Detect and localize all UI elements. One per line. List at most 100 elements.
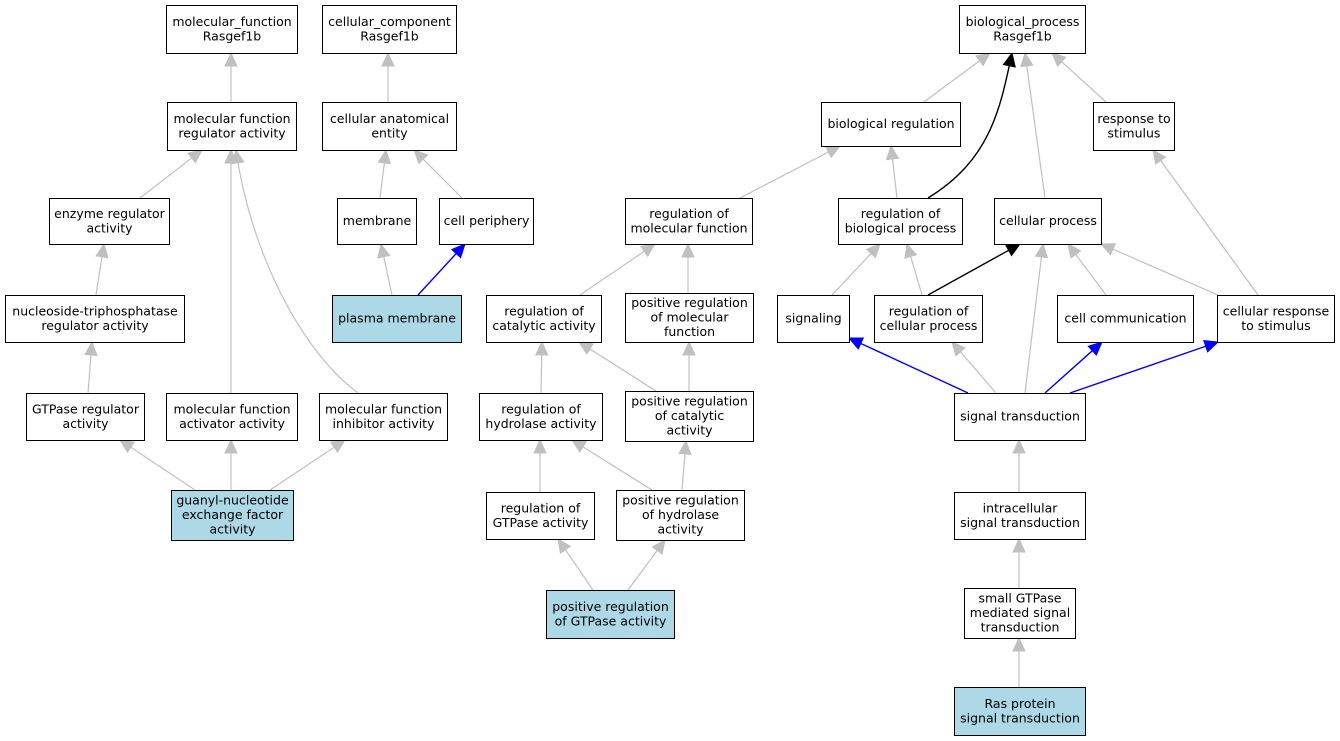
edge-cell_comm-to-cell_proc	[1067, 243, 1107, 296]
node-box	[959, 5, 1086, 54]
edge-cell_resp-to-cell_proc	[1099, 243, 1219, 296]
node-box	[1093, 102, 1175, 151]
node-box	[874, 295, 983, 343]
node-label: cellular_component	[328, 14, 451, 29]
edge-reg_mol_fn-to-bio_reg	[739, 145, 842, 199]
node-label: GTPase activity	[493, 515, 589, 530]
edge-membrane-to-cae	[377, 148, 392, 199]
go-term-node-cell-comm: cell communication	[1057, 295, 1194, 343]
node-box	[322, 5, 457, 54]
node-box	[954, 393, 1086, 441]
node-box	[332, 295, 462, 343]
go-term-node-signaling: signaling	[777, 295, 850, 343]
node-label: positive regulation	[552, 599, 669, 614]
node-label: regulation of	[889, 303, 969, 318]
node-label: of hydrolase	[642, 507, 719, 522]
edge-pos_reg_hyd-to-pos_reg_cat	[678, 439, 692, 491]
edge-cell_resp-to-resp_stim	[1152, 149, 1259, 296]
node-label: to stimulus	[1241, 318, 1310, 333]
node-label: regulation of	[501, 500, 581, 515]
edge-cell_proc-to-bp_root	[1020, 51, 1046, 199]
node-label: signal transduction	[960, 515, 1080, 530]
edge-gnef-to-mf_inh	[269, 439, 346, 491]
node-label: cell communication	[1064, 311, 1186, 326]
node-label: regulator activity	[41, 318, 149, 333]
node-label: positive regulation	[622, 493, 739, 508]
node-label: biological process	[845, 220, 957, 235]
node-label: stimulus	[1108, 125, 1161, 140]
node-box	[319, 393, 448, 441]
go-term-node-sig-trans: signal transduction	[954, 393, 1086, 441]
node-label: molecular_function	[172, 14, 291, 29]
go-term-node-membrane: membrane	[337, 198, 417, 245]
node-box	[166, 393, 298, 441]
node-label: molecular function	[173, 401, 290, 416]
edge-mf_inh-to-mf_reg	[231, 148, 359, 394]
node-box	[1057, 295, 1194, 343]
node-box	[171, 490, 294, 541]
edge-pos_reg_cat-to-reg_cat	[577, 341, 657, 392]
node-label: plasma membrane	[338, 311, 456, 326]
node-label: GTPase regulator	[32, 401, 140, 416]
node-label: activity	[666, 423, 713, 438]
node-label: regulation of	[649, 206, 729, 221]
node-label: activity	[209, 522, 256, 537]
node-box	[546, 590, 675, 639]
edge-ntp_reg-to-enz_reg	[95, 242, 109, 296]
node-box	[954, 687, 1086, 736]
edge-mf_reg-to-mf_root	[224, 51, 238, 102]
node-label: molecular function	[630, 220, 747, 235]
edge-reg_gtpase-to-reg_hyd	[533, 438, 547, 492]
node-label: molecular function	[173, 111, 290, 126]
node-label: guanyl-nucleotide	[176, 493, 289, 508]
node-box	[964, 588, 1076, 639]
node-box	[616, 490, 745, 541]
node-box	[838, 198, 963, 245]
edge-reg_hyd-to-reg_cat	[534, 340, 549, 394]
node-label: Rasgef1b	[360, 28, 419, 43]
node-box	[625, 198, 753, 245]
edge-enz_reg-to-mf_reg	[139, 149, 203, 199]
node-box	[5, 295, 185, 343]
edge-intra_sig-to-sig_trans	[1012, 438, 1026, 492]
edge-pos_reg_mol-to-reg_mol_fn	[681, 242, 695, 293]
edge-cell_periph-to-cae	[413, 149, 463, 199]
node-box	[994, 198, 1102, 245]
edge-cae-to-cc_root	[381, 51, 395, 102]
edge-reg_bio_proc-to-bio_reg	[885, 144, 900, 199]
edge-small_gtpase-to-intra_sig	[1012, 537, 1026, 588]
edge-plasma_mem-to-membrane	[377, 242, 393, 296]
node-label: Ras protein	[985, 696, 1056, 711]
edge-gtpase_reg-to-ntp_reg	[84, 340, 98, 394]
node-label: biological regulation	[827, 116, 954, 131]
go-term-node-cell-proc: cellular process	[994, 198, 1102, 245]
node-label: regulator activity	[178, 125, 286, 140]
node-label: activity	[86, 220, 133, 235]
node-label: of molecular	[650, 310, 729, 325]
node-label: response to	[1097, 111, 1170, 126]
node-label: function	[664, 324, 715, 339]
node-box	[486, 295, 602, 343]
node-box	[167, 102, 297, 151]
go-term-node-plasma-mem: plasma membrane	[332, 295, 462, 343]
node-label: Rasgef1b	[203, 28, 262, 43]
node-label: Rasgef1b	[993, 28, 1052, 43]
